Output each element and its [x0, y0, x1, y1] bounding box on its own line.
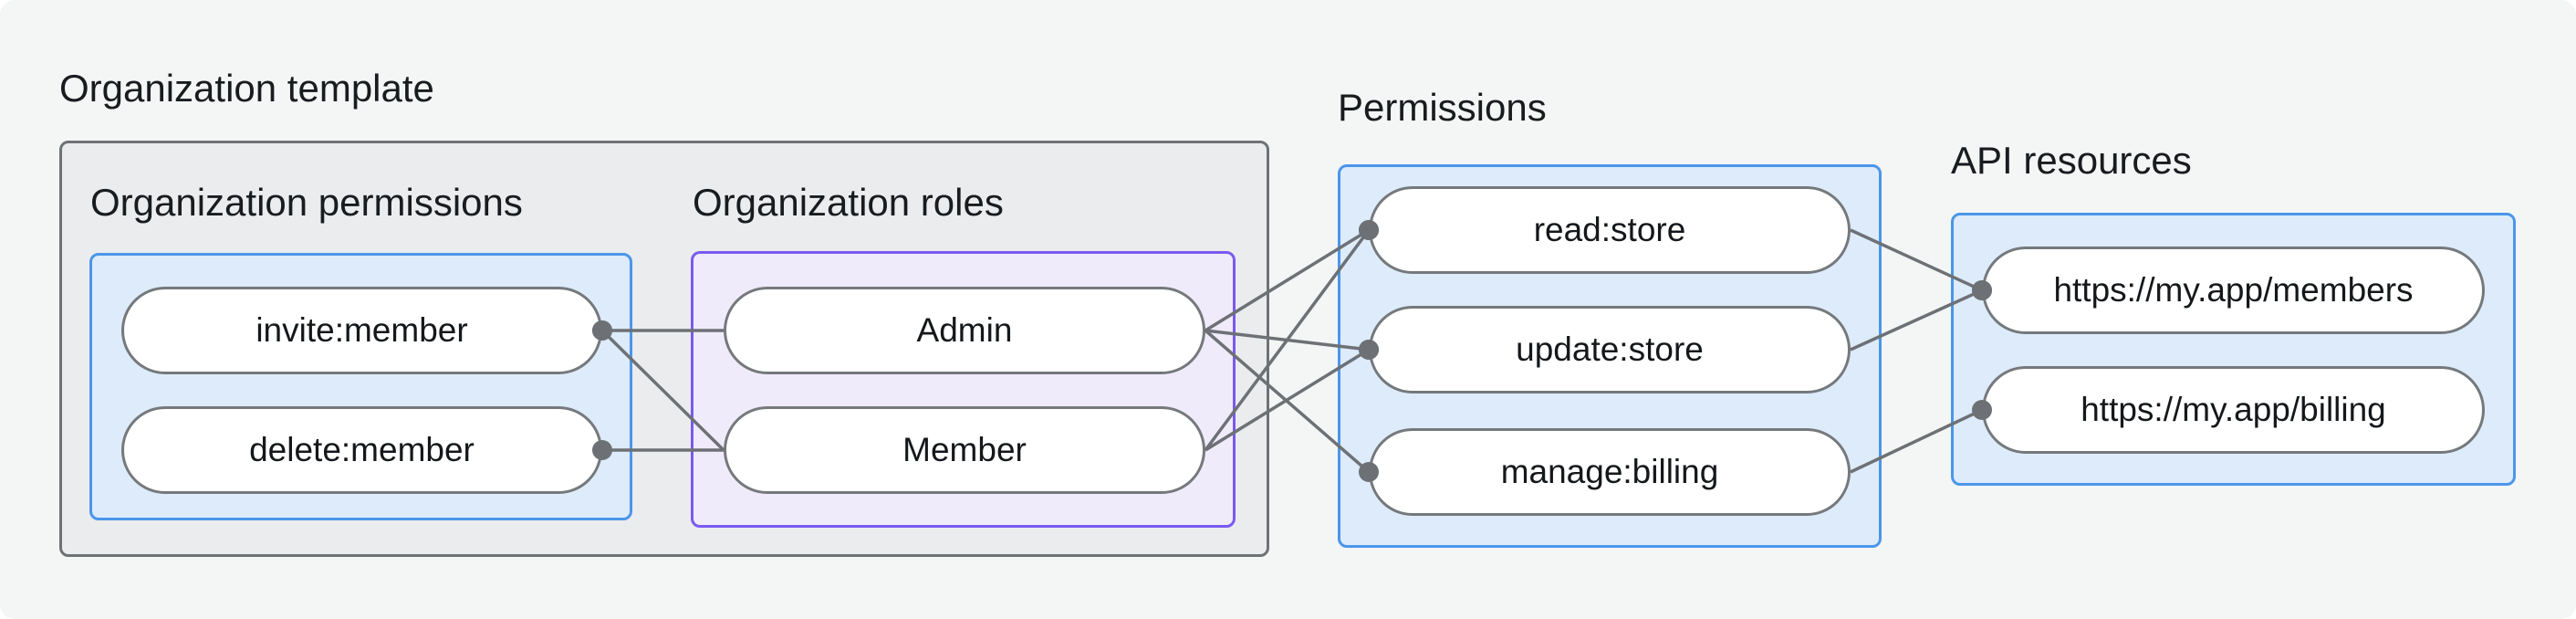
node-invite-member: invite:member — [121, 287, 602, 374]
node-update-store: update:store — [1369, 306, 1851, 393]
organization-roles-label: Organization roles — [693, 181, 1004, 224]
organization-permissions-label: Organization permissions — [90, 181, 523, 224]
node-delete-member: delete:member — [121, 406, 602, 494]
node-billing-api: https://my.app/billing — [1982, 366, 2485, 454]
node-admin: Admin — [724, 287, 1205, 374]
api-resources-label: API resources — [1951, 139, 2192, 182]
node-member: Member — [724, 406, 1205, 494]
permissions-label: Permissions — [1338, 86, 1547, 129]
node-members-api: https://my.app/members — [1982, 247, 2485, 334]
node-read-store: read:store — [1369, 186, 1851, 274]
diagram-title: Organization template — [59, 67, 434, 110]
node-manage-billing: manage:billing — [1369, 428, 1851, 516]
